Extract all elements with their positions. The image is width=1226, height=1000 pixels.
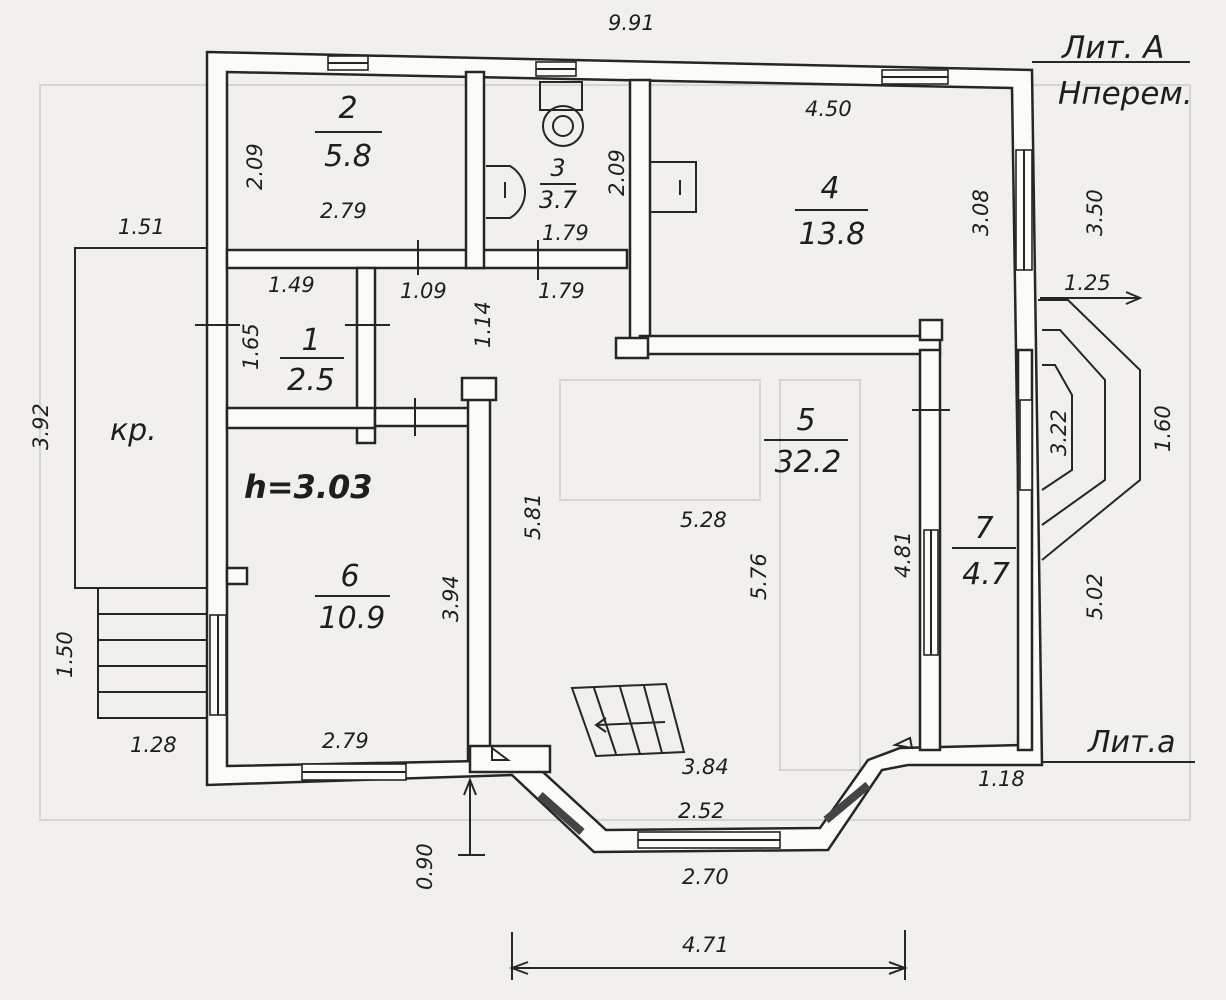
svg-text:32.2: 32.2: [775, 445, 842, 480]
dim-r4-height: 3.08: [969, 189, 993, 236]
dim-right-lower: 5.02: [1083, 573, 1107, 620]
door-markers: [195, 240, 950, 436]
svg-text:5: 5: [796, 403, 815, 438]
dim-r4-width: 4.50: [805, 97, 852, 121]
dim-hall-width-a: 1.09: [400, 279, 447, 303]
porch-label: кр.: [110, 413, 157, 448]
dim-r1-width: 1.49: [268, 273, 315, 297]
ceiling-height: h=3.03: [244, 468, 373, 506]
dim-right-upper: 3.50: [1083, 189, 1107, 236]
svg-text:13.8: 13.8: [799, 217, 866, 252]
verandah-bay: [1038, 299, 1141, 561]
door-swing-icons: [491, 736, 914, 761]
dim-bay-front-inner: 2.52: [678, 799, 725, 823]
dim-bottom: 4.71: [682, 933, 729, 957]
room-3-label: 3 3.7: [539, 154, 578, 214]
dim-r5-height: 5.76: [747, 553, 771, 600]
svg-text:2: 2: [338, 91, 357, 126]
dim-bay-depth: 0.90: [413, 843, 437, 890]
svg-text:10.9: 10.9: [319, 601, 386, 636]
dim-r7-height: 4.81: [891, 531, 915, 578]
window-bay-right: [823, 781, 871, 824]
dim-r5-bottom: 3.84: [682, 755, 729, 779]
dim-r2-height: 2.09: [243, 143, 267, 190]
dim-overall-width: 9.91: [608, 11, 655, 35]
dim-r5-width: 5.28: [680, 508, 727, 532]
svg-text:1: 1: [301, 323, 320, 358]
room-4-label: 4 13.8: [795, 171, 868, 252]
room-2-label: 2 5.8: [315, 91, 382, 174]
dim-bay-front-outer: 2.70: [682, 865, 729, 889]
svg-text:3.7: 3.7: [539, 186, 578, 214]
h-perem-label: Hперем.: [1058, 76, 1193, 112]
lit-a-small-label: Лит.а: [1087, 725, 1175, 760]
dim-porch-width: 1.51: [118, 215, 165, 239]
room-6-label: 6 10.9: [315, 559, 390, 636]
windows: [209, 55, 1033, 849]
dim-side-1-18: 1.18: [978, 767, 1025, 791]
dim-hall-width-b: 1.79: [538, 279, 585, 303]
svg-text:6: 6: [340, 559, 359, 594]
entry-stairs: [97, 587, 210, 719]
dim-r2-width: 2.79: [320, 199, 367, 223]
room-7-label: 7 4.7: [952, 511, 1016, 592]
window-bay-left: [537, 791, 585, 836]
svg-text:4.7: 4.7: [962, 557, 1010, 592]
dim-hall-height: 1.14: [471, 301, 495, 348]
dim-bay-outer: 1.60: [1151, 405, 1175, 452]
partitions: [225, 70, 1034, 774]
dim-stairs-height: 1.50: [53, 631, 77, 678]
svg-text:7: 7: [974, 511, 993, 546]
svg-text:5.8: 5.8: [324, 139, 372, 174]
dim-bay-offset: 1.25: [1064, 271, 1111, 295]
dim-stairs-width: 1.28: [130, 733, 177, 757]
dim-r6-height: 3.94: [439, 575, 463, 622]
svg-text:2.5: 2.5: [287, 363, 335, 398]
svg-text:3: 3: [550, 154, 565, 182]
svg-text:4: 4: [820, 171, 839, 206]
bathtub-icon: [486, 165, 527, 219]
dim-r6-width: 2.79: [322, 729, 369, 753]
dim-r3-height: 2.09: [605, 149, 629, 196]
dim-r5-left: 5.81: [521, 493, 545, 540]
stairs-icon: [570, 682, 686, 758]
ghost-lines: [39, 84, 1191, 821]
toilet-icon: [539, 81, 584, 147]
dim-left-height: 3.92: [29, 403, 53, 450]
dim-r3-width: 1.79: [542, 221, 589, 245]
room-5-label: 5 32.2: [764, 403, 848, 480]
dim-bay-inner: 3.22: [1047, 409, 1071, 456]
room-1-label: 1 2.5: [280, 323, 344, 398]
window-verandah: [1019, 399, 1033, 491]
lit-a-label: Лит. А: [1061, 30, 1164, 66]
stove-icon: [649, 161, 697, 213]
dim-r1-height: 1.65: [239, 323, 263, 370]
